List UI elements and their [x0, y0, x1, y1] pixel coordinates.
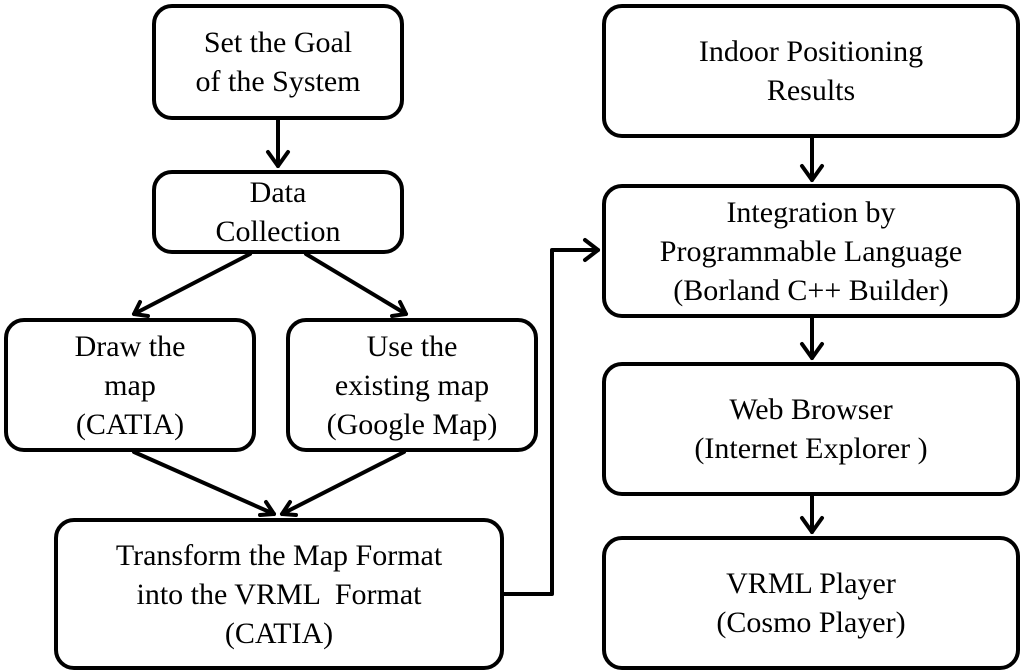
arrowhead-draw-to-transform: [258, 500, 276, 517]
transform-line-1: Transform the Map Format: [115, 538, 443, 572]
arrowhead-transform-to-integration: [583, 238, 600, 262]
existing-map-box: Use the existing map (Google Map): [286, 318, 538, 452]
data-collection-line-1: Data: [249, 176, 307, 209]
vrml-line-1: VRML Player: [726, 567, 896, 600]
arrowhead-existing-to-transform: [280, 500, 298, 517]
existing-map-line-2: existing map: [334, 368, 490, 402]
arrowhead-data-to-existing: [390, 300, 408, 318]
draw-map-line-1: Draw the: [74, 329, 186, 363]
arrowhead-browser-to-vrml: [800, 516, 824, 534]
arrow-draw-to-transform: [132, 450, 276, 516]
draw-map-box: Draw the map (CATIA): [4, 318, 256, 452]
browser-line-2: (Internet Explorer ): [694, 432, 928, 465]
arrowhead-goal-to-data: [266, 150, 290, 168]
integration-line-3: (Borland C++ Builder): [673, 273, 949, 307]
integration-line-1: Integration by: [726, 195, 896, 229]
transform-line-3: (CATIA): [224, 616, 334, 650]
existing-map-line-3: (Google Map): [326, 407, 498, 441]
draw-map-line-3: (CATIA): [75, 407, 185, 441]
transform-format-box: Transform the Map Format into the VRML F…: [54, 518, 504, 670]
goal-line-1: Set the Goal: [203, 26, 353, 59]
arrow-data-to-draw: [132, 252, 252, 316]
arrow-transform-to-integration: [502, 248, 600, 596]
integration-line-2: Programmable Language: [659, 234, 963, 268]
goal-line-2: of the System: [195, 65, 361, 98]
web-browser-box: Web Browser (Internet Explorer ): [602, 362, 1020, 496]
arrow-data-to-existing: [304, 252, 408, 316]
draw-map-line-2: map: [104, 368, 156, 402]
vrml-line-2: (Cosmo Player): [716, 606, 906, 639]
indoor-line-2: Results: [766, 74, 856, 107]
arrow-existing-to-transform: [280, 450, 406, 516]
indoor-positioning-box: Indoor Positioning Results: [602, 4, 1020, 138]
existing-map-line-1: Use the: [366, 329, 458, 363]
indoor-line-1: Indoor Positioning: [698, 35, 924, 68]
vrml-player-box: VRML Player (Cosmo Player): [602, 536, 1020, 670]
arrowhead-data-to-draw: [132, 300, 150, 318]
arrowhead-indoor-to-integration: [800, 164, 824, 182]
data-collection-line-2: Collection: [215, 215, 341, 248]
data-collection-box: Data Collection: [152, 170, 404, 254]
transform-line-2: into the VRML Format: [136, 577, 422, 611]
browser-line-1: Web Browser: [729, 393, 893, 426]
goal-box: Set the Goal of the System: [152, 4, 404, 120]
arrowhead-integration-to-browser: [800, 342, 824, 360]
integration-box: Integration by Programmable Language (Bo…: [602, 184, 1020, 318]
